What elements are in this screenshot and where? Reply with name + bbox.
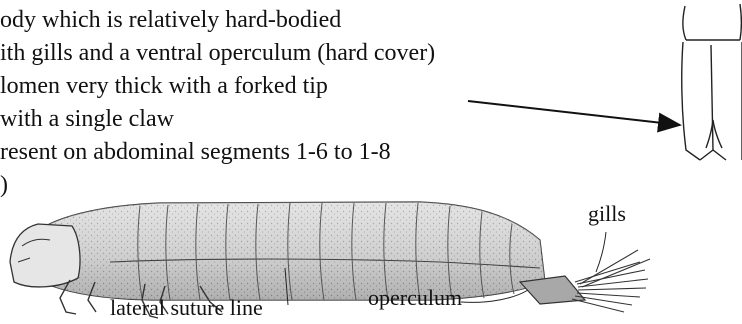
label-operculum: operculum — [368, 287, 462, 309]
label-lateral-suture-line: lateral suture line — [110, 297, 263, 319]
tip-pointer-arrow — [468, 101, 680, 125]
forked-tip-drawing — [682, 4, 742, 160]
larva-drawing — [10, 202, 650, 318]
label-gills: gills — [588, 203, 626, 225]
